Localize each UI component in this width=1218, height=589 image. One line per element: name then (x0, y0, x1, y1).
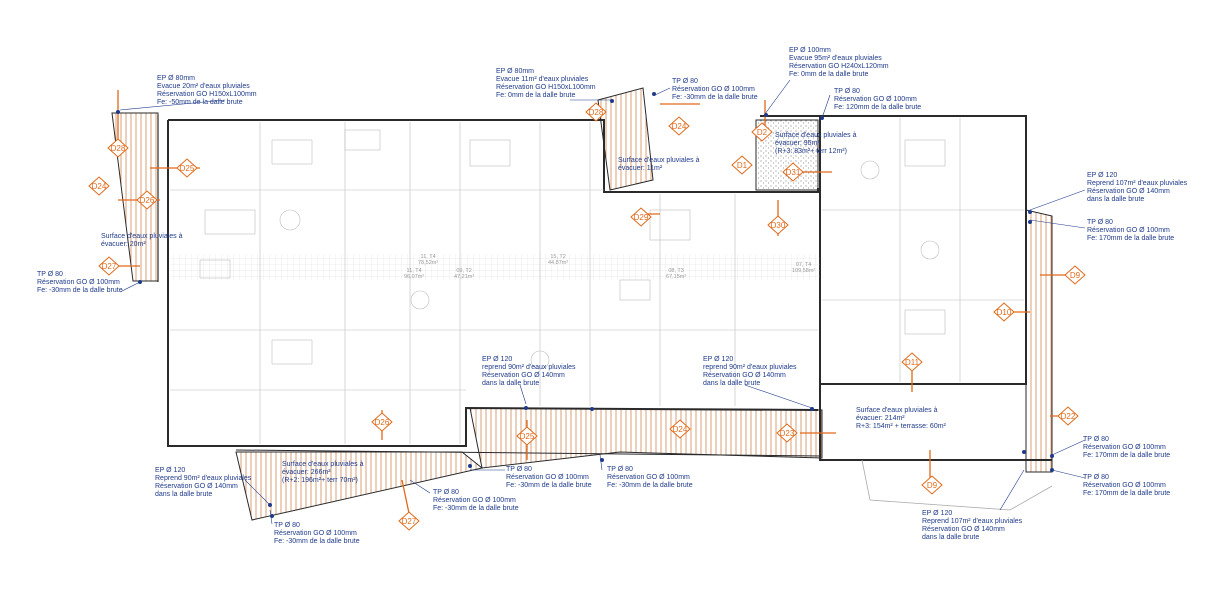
svg-text:D30: D30 (771, 221, 786, 230)
drain-outlets (116, 92, 1054, 518)
svg-text:D1: D1 (737, 161, 748, 170)
interior-thin-lines (170, 118, 1024, 444)
drain-tag-icon: D9 (921, 475, 943, 495)
svg-text:D9: D9 (927, 481, 938, 490)
svg-text:D2: D2 (757, 128, 768, 137)
drain-tag-icon: D25 (516, 426, 538, 446)
drain-tag-icon: D28 (585, 102, 607, 122)
leader-lines (119, 79, 1086, 525)
svg-text:D10: D10 (997, 308, 1012, 317)
corridor-tiles (170, 254, 820, 280)
svg-text:D24: D24 (672, 122, 687, 131)
drain-tag-icon: D29 (630, 207, 652, 227)
drain-tag-icon: D2 (751, 122, 773, 142)
terrace-decking (111, 87, 1053, 521)
svg-text:D25: D25 (520, 432, 535, 441)
drain-tag-icon: D24 (668, 116, 690, 136)
svg-text:D22: D22 (1061, 412, 1076, 421)
drain-tag-icon: D24 (88, 176, 110, 196)
drain-markers: D28 D25 D24 D26 D27 D28 D24 D2 D1 D31 D2… (88, 102, 1086, 531)
svg-text:D29: D29 (634, 213, 649, 222)
drain-tag-icon: D11 (901, 352, 923, 372)
drain-tag-icon: D25 (176, 158, 198, 178)
drain-tag-icon: D23 (776, 423, 798, 443)
svg-text:D28: D28 (589, 108, 604, 117)
svg-text:D26: D26 (375, 418, 390, 427)
svg-text:D23: D23 (780, 429, 795, 438)
svg-text:D31: D31 (786, 168, 801, 177)
drain-tag-icon: D27 (398, 511, 420, 531)
svg-text:D26: D26 (140, 196, 155, 205)
svg-text:D25: D25 (180, 164, 195, 173)
building-walls (157, 115, 1053, 511)
drain-tag-icon: D26 (371, 412, 393, 432)
svg-text:D9: D9 (1070, 271, 1081, 280)
drain-tag-icon: D26 (136, 190, 158, 210)
drain-tag-icon: D1 (731, 155, 753, 175)
svg-text:D28: D28 (111, 144, 126, 153)
drain-tag-icon: D22 (1057, 406, 1079, 426)
drain-tag-icon: D10 (993, 302, 1015, 322)
drain-tag-icon: D27 (98, 256, 120, 276)
svg-text:D27: D27 (402, 517, 417, 526)
svg-text:D27: D27 (102, 262, 117, 271)
svg-text:D11: D11 (905, 358, 920, 367)
drain-tag-icon: D9 (1064, 265, 1086, 285)
svg-text:D24: D24 (92, 182, 107, 191)
drain-tag-icon: D31 (782, 162, 804, 182)
drain-tag-icon: D24 (669, 419, 691, 439)
svg-text:D24: D24 (673, 425, 688, 434)
drain-tag-icon: D30 (767, 215, 789, 235)
drain-tag-icon: D28 (107, 138, 129, 158)
